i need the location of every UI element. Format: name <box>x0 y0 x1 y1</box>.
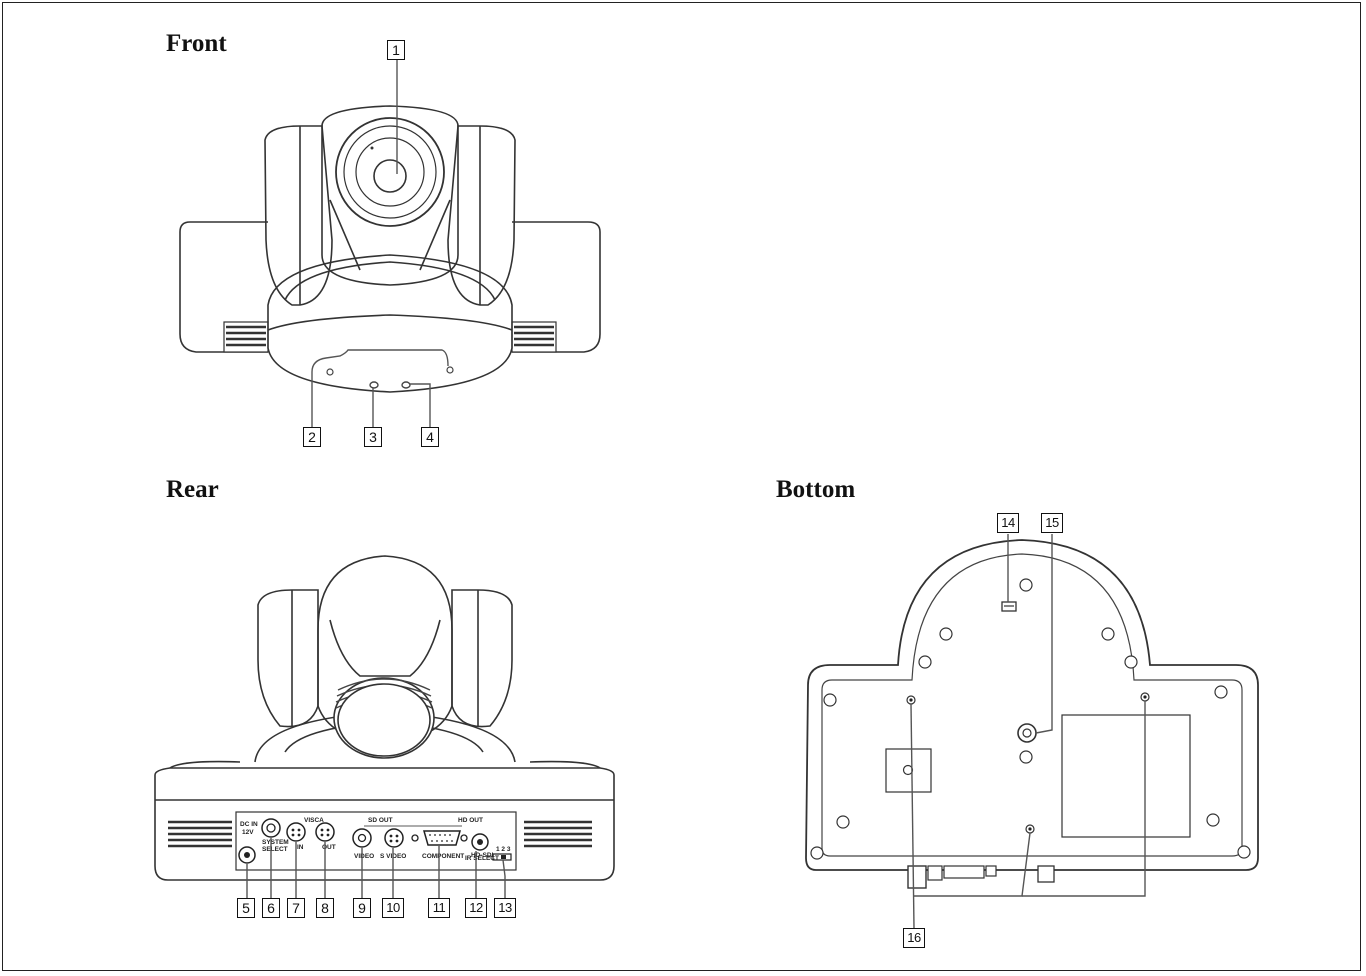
callout-7: 7 <box>287 898 305 918</box>
label-visca-out: OUT <box>322 844 336 851</box>
label-video: VIDEO <box>354 853 374 860</box>
callout-10: 10 <box>382 898 404 918</box>
heading-bottom: Bottom <box>776 476 856 503</box>
label-hd-sdi: HD-SDI <box>471 852 494 859</box>
label-ir-select: IR SELECT <box>465 855 499 862</box>
callout-13: 13 <box>494 898 516 918</box>
bottom-view-drawing <box>805 534 1259 929</box>
label-system: SYSTEM <box>262 839 289 846</box>
component-port <box>423 830 461 846</box>
system-select-dial <box>261 818 281 838</box>
front-left-vent <box>223 321 269 353</box>
heading-front: Front <box>166 30 227 57</box>
callout-8: 8 <box>316 898 334 918</box>
visca-out-port <box>315 822 335 842</box>
callout-6: 6 <box>262 898 280 918</box>
callout-1: 1 <box>387 40 405 60</box>
callout-3: 3 <box>364 427 382 447</box>
label-visca-in: IN <box>297 844 304 851</box>
callout-2: 2 <box>303 427 321 447</box>
label-visca: VISCA <box>304 817 324 824</box>
rear-right-vent <box>524 820 592 848</box>
callout-11: 11 <box>428 898 450 918</box>
callout-14: 14 <box>997 513 1019 533</box>
label-sd-out: SD OUT <box>368 817 393 824</box>
callout-4: 4 <box>421 427 439 447</box>
label-ir-select-numbers: 1 2 3 <box>496 846 511 853</box>
s-video-port <box>384 828 404 848</box>
callout-16: 16 <box>903 928 925 948</box>
rear-connectors <box>238 818 512 864</box>
label-dc-in: DC IN <box>240 821 258 828</box>
video-jack <box>352 828 372 848</box>
front-right-vent <box>511 321 557 353</box>
callout-12: 12 <box>465 898 487 918</box>
label-hd-out: HD OUT <box>458 817 483 824</box>
label-select: SELECT <box>262 846 288 853</box>
front-camera-drawing <box>179 60 601 427</box>
callout-5: 5 <box>237 898 255 918</box>
rear-leader-lines <box>246 838 506 898</box>
rear-left-vent <box>168 820 232 848</box>
rear-camera-drawing <box>154 555 615 881</box>
label-12v: 12V <box>242 829 254 836</box>
callout-15: 15 <box>1041 513 1063 533</box>
heading-rear: Rear <box>166 476 219 503</box>
callout-9: 9 <box>353 898 371 918</box>
label-component: COMPONENT <box>422 853 464 860</box>
visca-in-port <box>286 822 306 842</box>
